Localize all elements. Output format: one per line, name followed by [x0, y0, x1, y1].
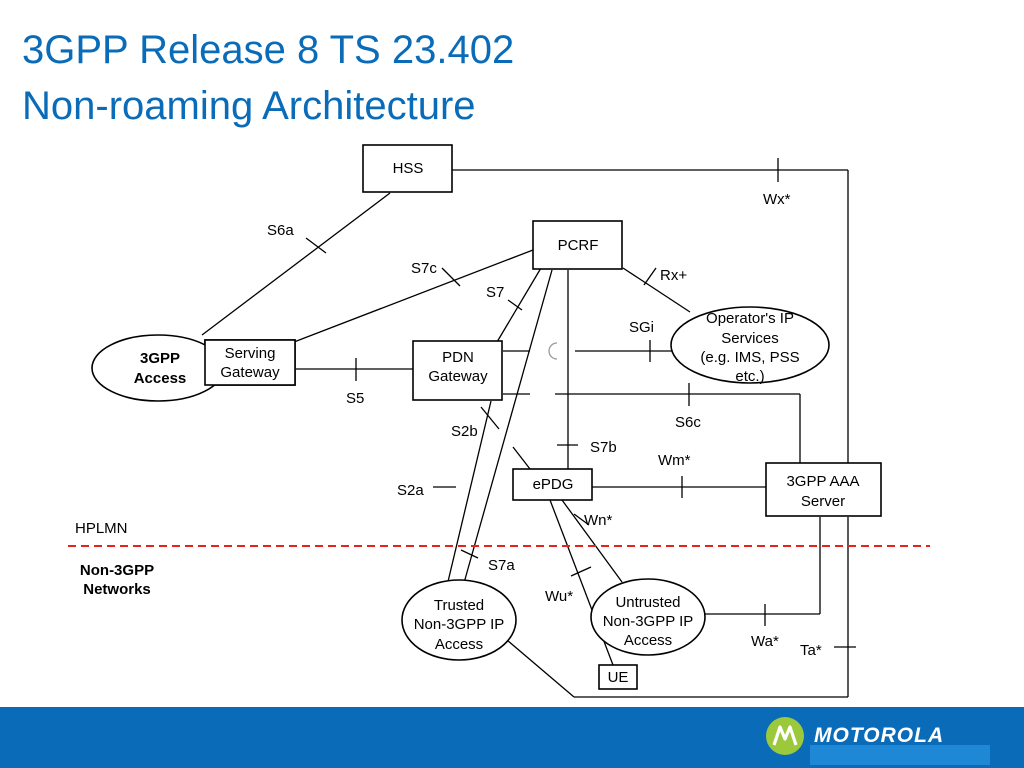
- untrusted-access-label-3: Access: [624, 632, 672, 649]
- link-pcrf-pgw: [496, 267, 542, 343]
- link-pgw-trusted: [445, 400, 492, 591]
- epdg-box: [512, 468, 593, 501]
- aaa-server-label-1: 3GPP AAA: [786, 473, 859, 490]
- interface-wx: Wx*: [763, 191, 791, 208]
- epdg-label: ePDG: [533, 476, 574, 493]
- link-pcrf-trusted: [461, 269, 553, 591]
- operator-services-label-1: Operator's IP: [706, 310, 794, 327]
- footer-strip: [810, 745, 990, 765]
- interface-s7b: S7b: [590, 439, 617, 456]
- interface-sgi: SGi: [629, 319, 654, 336]
- untrusted-access-label-2: Non-3GPP IP: [603, 613, 694, 630]
- access-3gpp-ellipse: [91, 334, 225, 402]
- region-non3gpp-label-2: Networks: [83, 581, 151, 598]
- region-non3gpp-label-1: Non-3GPP: [80, 562, 154, 579]
- serving-gateway-label-2: Gateway: [220, 364, 280, 381]
- untrusted-access-label-1: Untrusted: [615, 594, 680, 611]
- operator-services-label-3: (e.g. IMS, PSS: [700, 349, 799, 366]
- pdn-gateway-label-1: PDN: [442, 349, 474, 366]
- trusted-access-label-2: Non-3GPP IP: [414, 616, 505, 633]
- interface-s7a: S7a: [488, 557, 515, 574]
- architecture-diagram: HSS PCRF Serving Gateway PDN Gateway 3GP…: [68, 144, 930, 698]
- hss-box: [362, 144, 453, 193]
- interface-ticks: [305, 158, 856, 648]
- serving-gateway-label-1: Serving: [225, 345, 276, 362]
- slide-title-line2: Non-roaming Architecture: [22, 84, 476, 128]
- link-hss-3gpp: [201, 192, 391, 336]
- link-pcrf-sgw: [293, 249, 534, 343]
- interface-rx: Rx+: [660, 267, 687, 284]
- pdn-gateway-label-2: Gateway: [428, 368, 488, 385]
- interface-s2a: S2a: [397, 482, 424, 499]
- region-hplmn-label: HPLMN: [75, 520, 128, 537]
- interface-ta: Ta*: [800, 642, 822, 659]
- interface-s5: S5: [346, 390, 364, 407]
- untrusted-access-ellipse: [590, 578, 706, 656]
- pcrf-label: PCRF: [558, 237, 599, 254]
- link-pgw-epdg: [512, 446, 531, 470]
- link-pcrf-operator: [622, 267, 691, 313]
- motorola-batwing-icon: [766, 717, 804, 755]
- operator-services-label-2: Services: [721, 330, 779, 347]
- hss-label: HSS: [393, 160, 424, 177]
- interface-s7c: S7c: [411, 260, 437, 277]
- ue-box: [598, 664, 638, 690]
- slide-title-line1: 3GPP Release 8 TS 23.402: [22, 28, 515, 72]
- pdn-gateway-box: [412, 340, 503, 401]
- trusted-access-ellipse: [401, 579, 517, 661]
- interface-wn: Wn*: [584, 512, 613, 529]
- interface-wm: Wm*: [658, 452, 691, 469]
- motorola-logo-text: MOTOROLA: [814, 724, 945, 747]
- trusted-access-label-1: Trusted: [434, 597, 484, 614]
- link-epdg-untrusted: [561, 499, 623, 583]
- aaa-server-box: [765, 462, 882, 517]
- access-3gpp-label-1: 3GPP: [140, 350, 180, 367]
- interface-s6c: S6c: [675, 414, 701, 431]
- aaa-server-label-2: Server: [801, 493, 845, 510]
- pcrf-box: [532, 220, 623, 270]
- access-3gpp-label-2: Access: [134, 370, 187, 387]
- interface-s7: S7: [486, 284, 504, 301]
- crossover-hop: [548, 342, 558, 360]
- ue-label: UE: [608, 669, 629, 686]
- operator-services-label-4: etc.): [735, 368, 764, 385]
- interface-s6a: S6a: [267, 222, 294, 239]
- interface-wa: Wa*: [751, 633, 779, 650]
- interface-s2b: S2b: [451, 423, 478, 440]
- trusted-access-label-3: Access: [435, 636, 483, 653]
- interface-wu: Wu*: [545, 588, 573, 605]
- operator-services-ellipse: [670, 306, 830, 384]
